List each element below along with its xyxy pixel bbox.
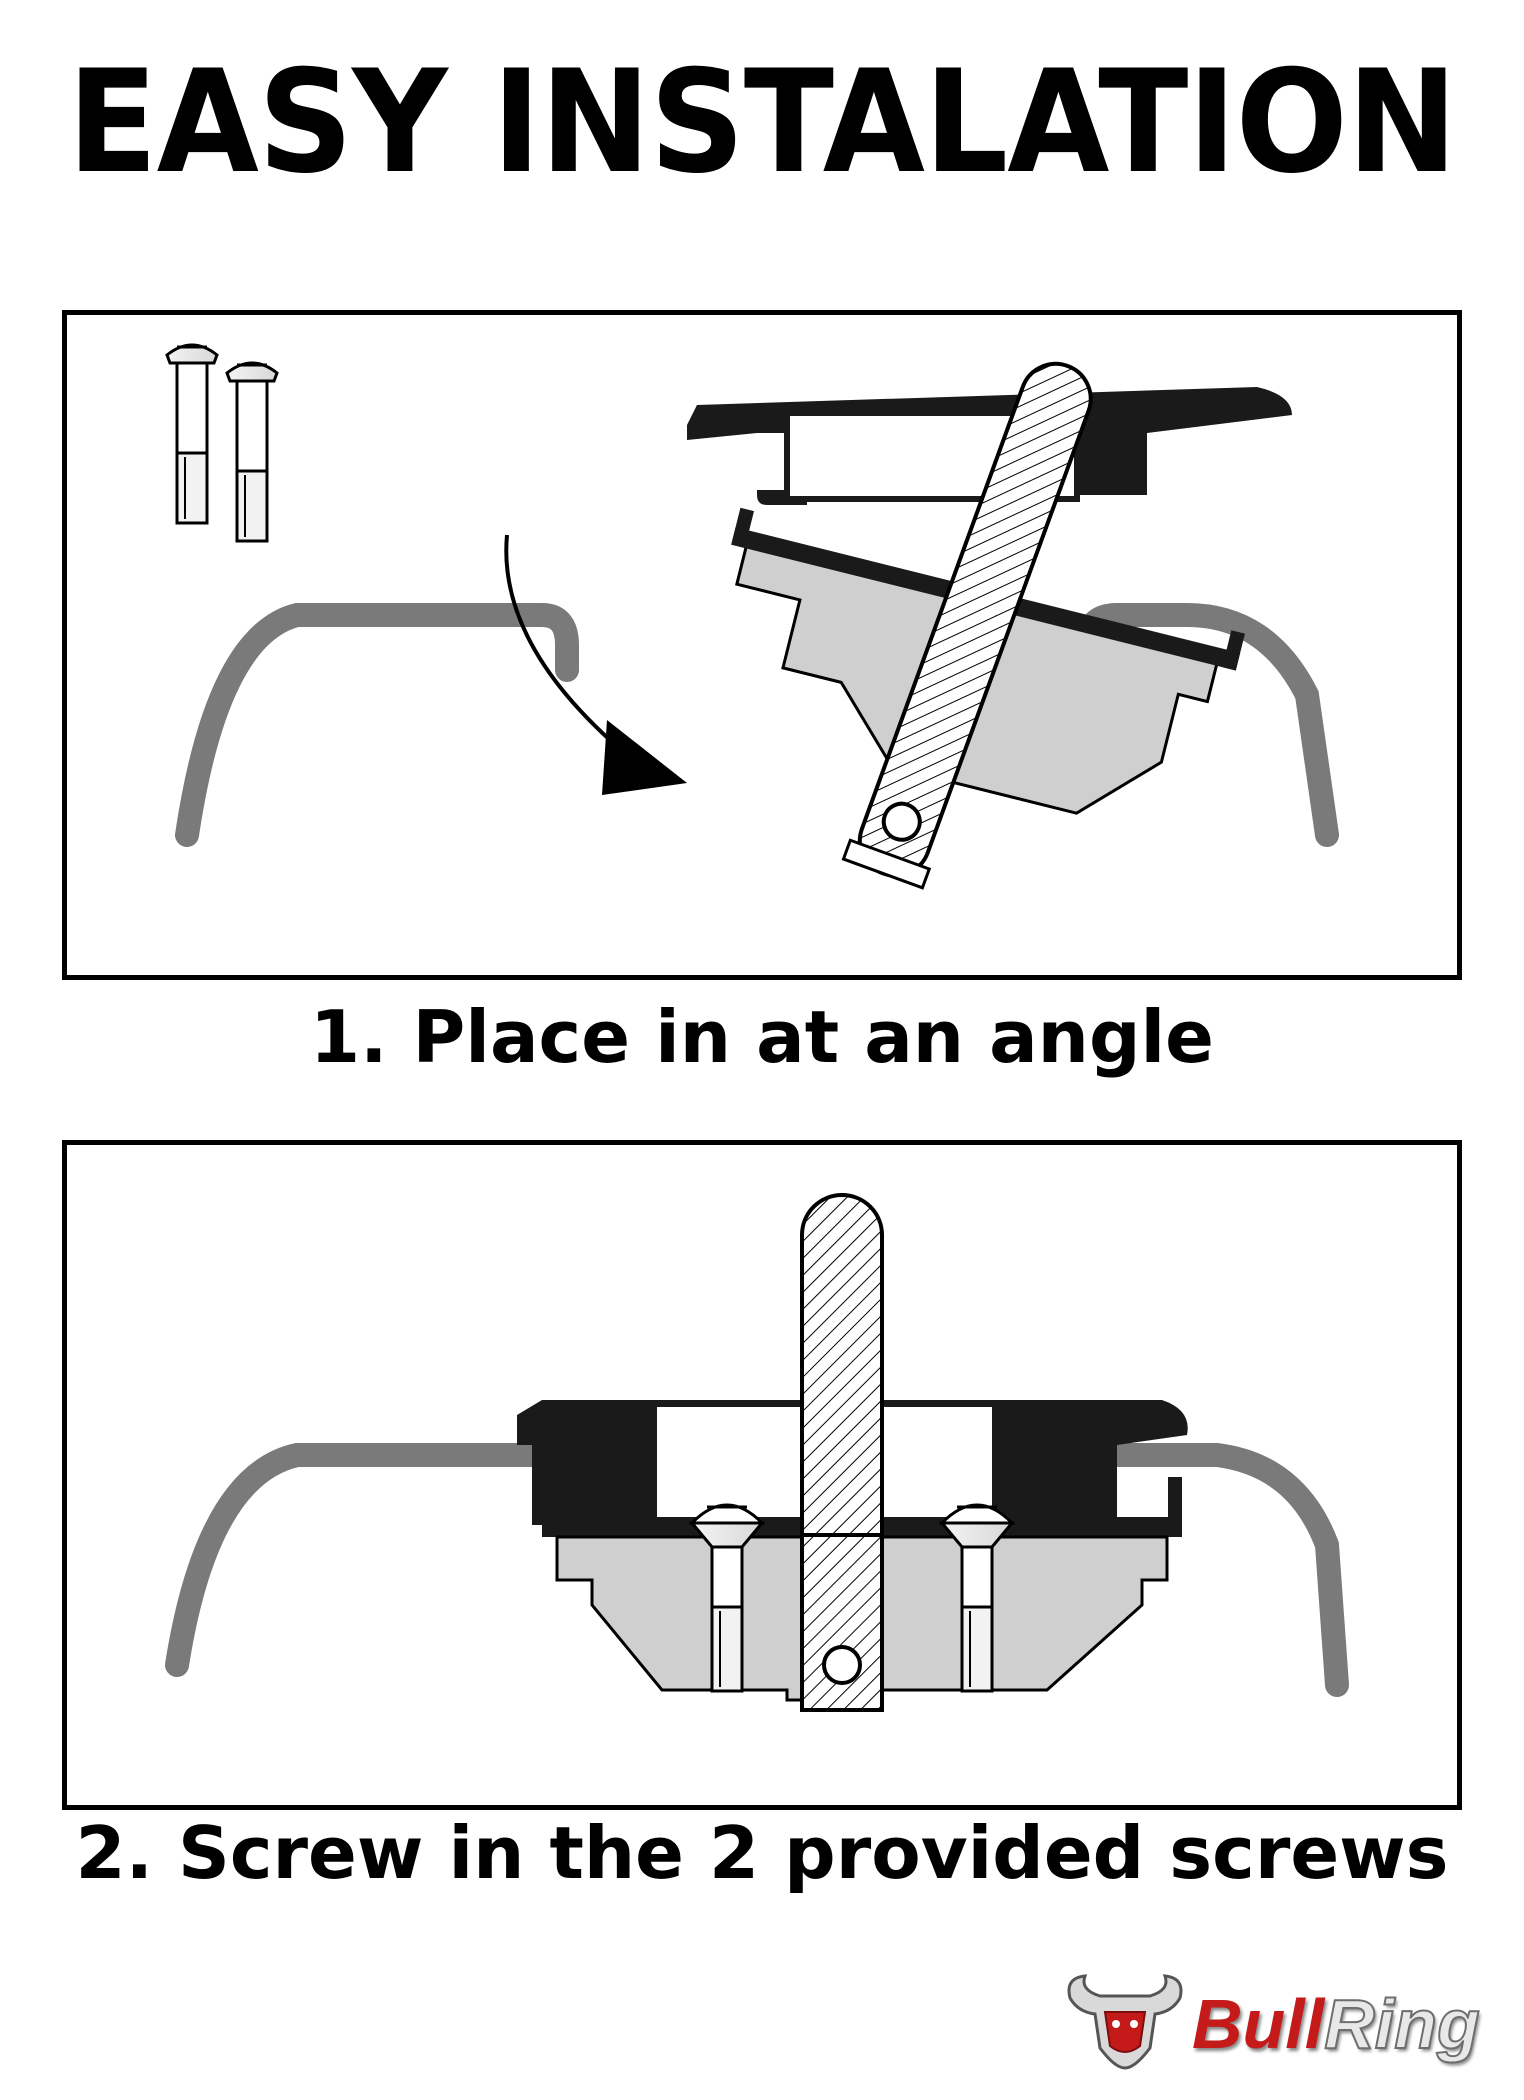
ring-bar <box>800 1193 884 1712</box>
step-2-illustration <box>62 1140 1462 1810</box>
step-1-caption: 1. Place in at an angle <box>309 995 1214 1079</box>
arrow-curve <box>504 534 629 757</box>
step-2-caption: 2. Screw in the 2 provided screws <box>75 1811 1449 1895</box>
arrow-icon <box>602 720 687 795</box>
brand-word-ring: Ring <box>1323 1984 1481 2064</box>
brand-logo: BullRing <box>1060 1968 1500 2078</box>
screw-icon <box>225 361 279 543</box>
step-1-illustration <box>62 310 1462 980</box>
page-title: EASY INSTALATION <box>67 40 1457 205</box>
screw-icon <box>938 1503 1016 1693</box>
bull-head-icon <box>1067 1974 1183 2070</box>
screw-icon <box>688 1503 766 1693</box>
panel-edge-left <box>175 603 579 847</box>
brand-wordmark: BullRing <box>1192 1984 1481 2064</box>
screw-icon <box>165 343 219 525</box>
panel-edge-left <box>165 1443 579 1677</box>
brand-word-bull: Bull <box>1192 1985 1325 2063</box>
